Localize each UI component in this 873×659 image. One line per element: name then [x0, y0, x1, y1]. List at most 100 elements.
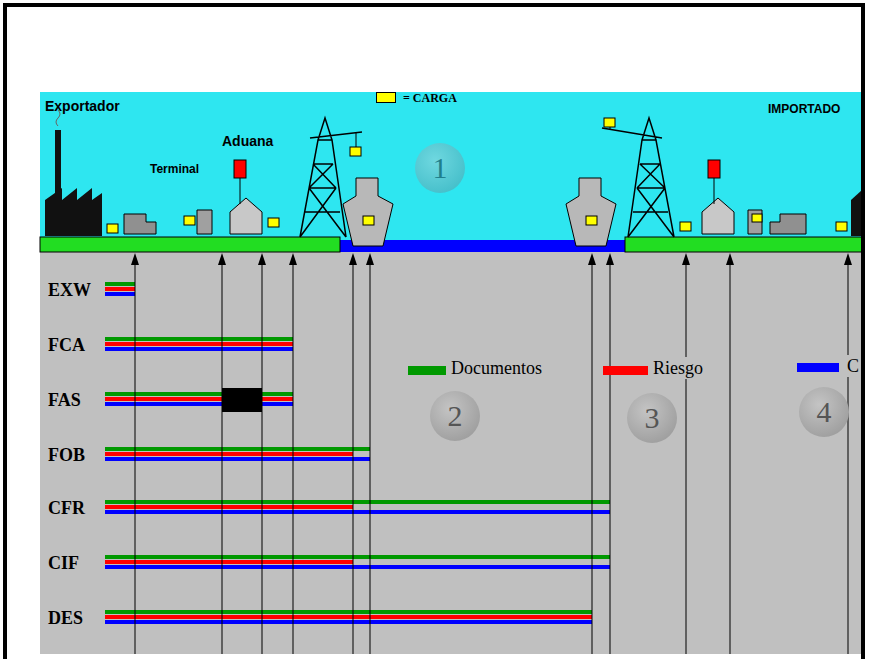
bar: [105, 292, 135, 296]
flag: [708, 160, 720, 178]
bar: [105, 610, 592, 614]
land: [40, 237, 340, 252]
bar: [105, 565, 610, 569]
bar: [105, 505, 353, 509]
cargo: [586, 216, 597, 225]
incoterm-label: FOB: [48, 444, 85, 466]
factory: [45, 188, 102, 236]
factory: [851, 190, 862, 236]
bar: [105, 282, 135, 286]
cargo: [752, 214, 762, 222]
point-line: [293, 262, 294, 654]
bar: [105, 342, 293, 346]
bar: [105, 560, 353, 564]
point-line: [222, 262, 223, 654]
cargo: [268, 218, 279, 227]
cargo: [604, 118, 615, 127]
callout-number: 4: [817, 396, 832, 428]
arrowhead: [844, 253, 852, 265]
customs-house: [702, 198, 734, 234]
arrowhead: [682, 253, 690, 265]
black-block: [222, 388, 262, 412]
point-line: [262, 262, 263, 654]
point-line: [135, 262, 136, 654]
cargo: [680, 222, 691, 231]
bar: [105, 615, 592, 619]
legend-swatch: [797, 363, 839, 372]
bar: [105, 510, 610, 514]
arrowheads: [131, 253, 852, 265]
incoterm-label: CIF: [48, 552, 79, 574]
legend-text: Documentos: [449, 357, 544, 379]
crane-cable: [356, 133, 357, 147]
chart-ground: [40, 252, 862, 654]
point-lines: [135, 262, 848, 654]
bar: [105, 337, 293, 341]
incoterm-label: FCA: [48, 334, 85, 356]
legend-text: = CARGA: [403, 91, 457, 105]
arrowhead: [289, 253, 297, 265]
chimney: [55, 130, 61, 202]
crane: [602, 118, 674, 237]
place-label: Exportador: [45, 98, 120, 114]
cost-bars: [105, 292, 610, 624]
bar: [105, 287, 135, 291]
forklift: [197, 210, 212, 234]
flag: [234, 160, 246, 178]
forklift: [748, 210, 762, 234]
legend-text: C: [845, 355, 861, 377]
point-line: [353, 262, 354, 654]
arrowhead: [131, 253, 139, 265]
truck: [124, 214, 156, 234]
arrowhead: [218, 253, 226, 265]
cargo: [184, 216, 195, 225]
point-line: [848, 262, 849, 654]
crane-frame: [602, 118, 674, 237]
bar: [105, 620, 592, 624]
place-label: Aduana: [222, 133, 273, 149]
callout-circle: 3: [627, 393, 677, 443]
legend-swatch: [376, 92, 396, 103]
callout-number: 1: [433, 152, 448, 184]
ship: [343, 178, 393, 246]
callout-number: 3: [645, 402, 660, 434]
sky: [40, 92, 862, 240]
incoterm-label: EXW: [48, 279, 91, 301]
cargo: [363, 216, 374, 225]
bar: [105, 500, 610, 504]
legend-swatch: [603, 366, 648, 375]
place-label: IMPORTADO: [768, 102, 840, 116]
bar: [105, 447, 370, 451]
bar: [105, 392, 293, 396]
callout-circle: 2: [430, 391, 480, 441]
arrowhead: [606, 253, 614, 265]
documents-bars: [105, 282, 610, 614]
cargo: [350, 147, 361, 156]
point-line: [370, 262, 371, 654]
callout-circle: 4: [799, 387, 849, 437]
bar: [105, 555, 610, 559]
land: [625, 237, 862, 252]
bar: [105, 402, 293, 406]
truck: [770, 214, 806, 234]
bar: [105, 452, 353, 456]
arrowhead: [349, 253, 357, 265]
bar: [105, 397, 293, 401]
incoterm-label: CFR: [48, 497, 85, 519]
arrowhead: [726, 253, 734, 265]
point-line: [686, 262, 687, 654]
point-line: [592, 262, 593, 654]
point-line: [610, 262, 611, 654]
risk-bars: [105, 287, 592, 619]
arrowhead: [366, 253, 374, 265]
arrowhead: [258, 253, 266, 265]
incoterm-label: FAS: [48, 389, 81, 411]
customs-house: [230, 198, 262, 234]
callout-number: 2: [448, 400, 463, 432]
legend-text: Riesgo: [651, 357, 705, 379]
cargo: [836, 222, 847, 231]
ship: [566, 178, 616, 246]
callout-circle: 1: [415, 143, 465, 193]
legend-swatch: [408, 366, 446, 375]
arrowhead: [588, 253, 596, 265]
